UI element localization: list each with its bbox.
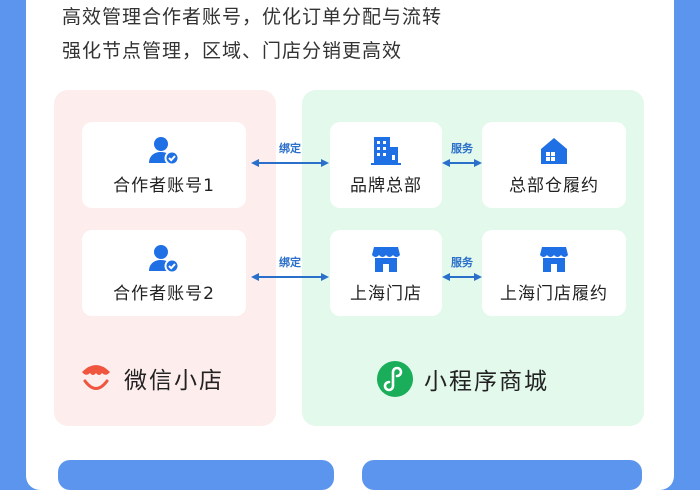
service-link-1: 服务 [442,140,482,168]
brand-hq-label: 品牌总部 [350,175,422,196]
shanghai-store-fulfillment-label: 上海门店履约 [500,283,608,304]
mini-program-brand: 小程序商城 [376,360,549,398]
mini-program-label: 小程序商城 [424,369,549,395]
double-arrow-icon [442,159,482,167]
double-arrow-icon [251,273,329,281]
building-icon [371,136,401,165]
service-link-2: 服务 [442,254,482,282]
bind-label: 绑定 [279,142,301,155]
storefront-icon [540,246,568,272]
warehouse-icon [541,137,567,164]
partner-account-1-label: 合作者账号1 [113,175,215,196]
service-label: 服务 [451,142,473,155]
user-verified-icon [149,136,180,165]
shanghai-store-fulfillment-card[interactable]: 上海门店履约 [482,230,626,316]
storefront-icon [372,246,400,272]
bind-link-2: 绑定 [251,254,329,282]
bind-label: 绑定 [279,256,301,269]
shanghai-store-card[interactable]: 上海门店 [330,230,442,316]
hq-warehouse-card[interactable]: 总部仓履约 [482,122,626,208]
hq-warehouse-label: 总部仓履约 [509,175,599,196]
brand-hq-card[interactable]: 品牌总部 [330,122,442,208]
partner-account-2-label: 合作者账号2 [113,283,215,304]
service-label: 服务 [451,256,473,269]
partner-account-1-card[interactable]: 合作者账号1 [82,122,246,208]
double-arrow-icon [442,273,482,281]
shop-smile-icon [82,365,110,390]
bind-link-1: 绑定 [251,140,329,168]
wechat-shop-label: 微信小店 [124,368,224,394]
wechat-shop-brand: 微信小店 [78,360,224,396]
bottom-button-left[interactable] [58,460,334,490]
mini-program-icon [377,361,413,397]
shanghai-store-label: 上海门店 [350,283,422,304]
double-arrow-icon [251,159,329,167]
description-line-2: 强化节点管理，区域、门店分销更高效 [62,40,403,62]
partner-account-2-card[interactable]: 合作者账号2 [82,230,246,316]
bottom-button-right[interactable] [362,460,642,490]
description-line-1: 高效管理合作者账号，优化订单分配与流转 [62,6,443,28]
user-verified-icon [149,244,180,273]
